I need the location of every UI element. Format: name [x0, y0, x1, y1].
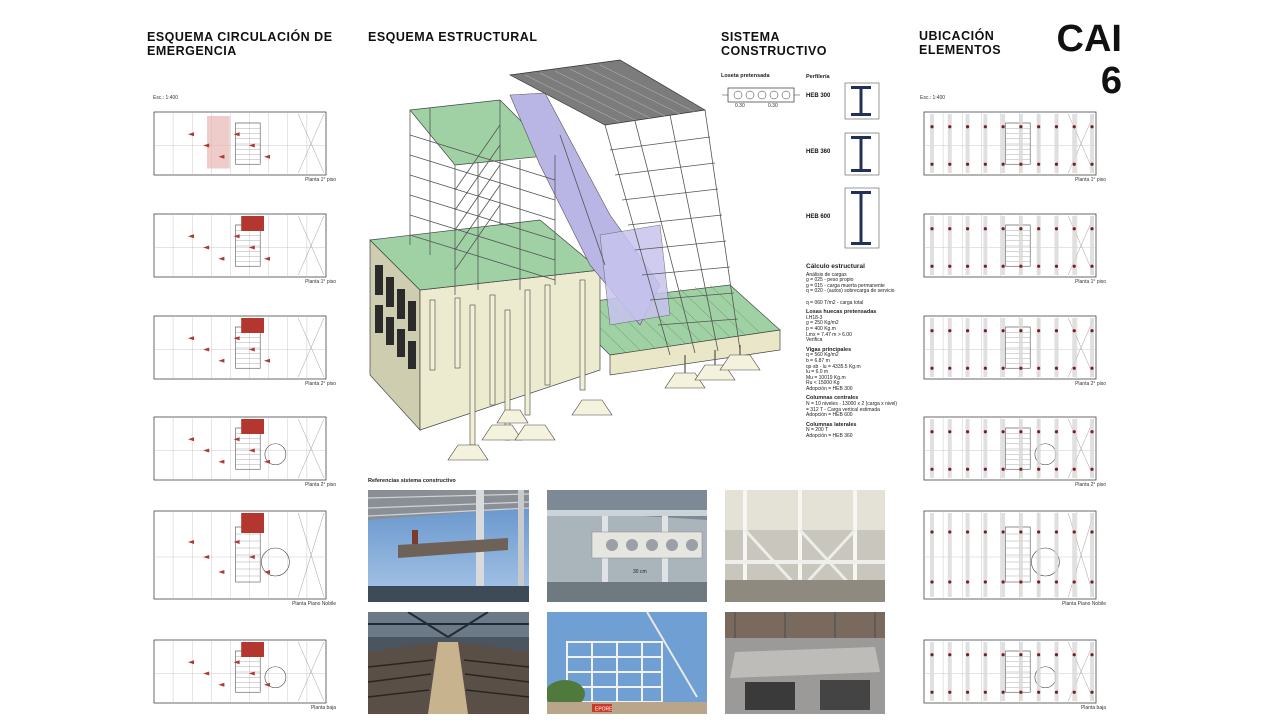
calc-line: b = 6.87 m: [806, 357, 830, 364]
photo-auditorium-seating: [368, 612, 529, 714]
plan-label: Planta 2° piso: [305, 482, 336, 488]
circulation-plan: Planta 1° piso: [150, 108, 340, 183]
photo-steel-frame-interior: [725, 490, 885, 602]
location-plan: Planta 2° piso: [920, 312, 1110, 387]
calc-line: qs·sb · lu = 4335.5 Kg.m: [806, 363, 861, 370]
scale-label-right: Esc.: 1:400: [920, 95, 946, 101]
profile-label-heb600: HEB 600: [806, 214, 831, 220]
scale-label-left: Esc.: 1:400: [153, 95, 179, 101]
calc-line: Lmx = 7.47 m > 6.00: [806, 331, 852, 338]
photo-steel-canopy: [368, 490, 529, 602]
cai-number: 6: [1100, 60, 1122, 102]
calc-line: q = 060 T/m2 - carga total: [806, 299, 864, 306]
circulation-plan: Planta 2° piso: [150, 413, 340, 488]
plan-label: Planta 2° piso: [1075, 482, 1106, 488]
photo-hollow-slab-install: 30 cm: [547, 490, 707, 602]
calc-line: N = 10 niveles · 13000 x 2 (carga x nive…: [806, 401, 898, 408]
loseta-section-drawing: [722, 82, 800, 112]
calc-line: Ru < 15000 Kg: [806, 380, 840, 387]
plan-label: Planta 1° piso: [1075, 177, 1106, 183]
plan-label: Planta baja: [1080, 705, 1106, 711]
calc-line: p = 400 Kg.m: [806, 325, 836, 332]
header-circulation: ESQUEMA CIRCULACIÓN DE EMERGENCIA: [147, 30, 333, 58]
profile-sections-drawing: [840, 80, 885, 250]
calc-block-heading: Columnas centrales: [806, 395, 859, 402]
perfileria-title: Perfilería: [806, 74, 830, 80]
plan-label: Planta 1° piso: [305, 279, 336, 285]
location-plan: Planta baja: [920, 636, 1110, 711]
circulation-plan: Planta baja: [150, 636, 340, 711]
header-location: UBICACIÓN ELEMENTOS: [919, 29, 1002, 57]
photo-dimension-label: 30 cm: [633, 569, 647, 575]
calc-line: g = 250 Kg/m2: [806, 320, 839, 327]
loseta-dim-1: 0.30: [735, 103, 745, 109]
calc-line: = 312 T - Carga vertical estimada: [806, 406, 880, 413]
calc-line: Adopción = HEB 600: [806, 412, 853, 419]
plan-label: Planta Piano Nobile: [1062, 601, 1106, 607]
location-plan: Planta 1° piso: [920, 108, 1110, 183]
location-plan: Planta 2° piso: [920, 413, 1110, 488]
circulation-plan: Planta 2° piso: [150, 312, 340, 387]
circulation-plan: Planta 1° piso: [150, 210, 340, 285]
cai-label: CAI: [1056, 18, 1122, 60]
plan-label: Planta 2° piso: [305, 381, 336, 387]
calc-line: lu = 6.0 m: [806, 369, 829, 376]
calc-block-heading: Columnas laterales: [806, 421, 857, 428]
photo-slab-openings: [725, 612, 885, 714]
loseta-dim-2: 0.30: [768, 103, 778, 109]
calc-line: g = 025 - peso propio: [806, 277, 854, 284]
location-plan: Planta 1° piso: [920, 210, 1110, 285]
photo-frame-construction-crane: EPORE: [547, 612, 707, 714]
calc-line: LH18-3: [806, 314, 823, 321]
plan-label: Planta 2° piso: [1075, 381, 1106, 387]
calc-line: Análisis de cargas: [806, 271, 847, 278]
calc-line: Mu = 10019 Kg.m: [806, 374, 846, 381]
calc-line: q = 020 - (autos) sobrecarga de servicio: [806, 288, 895, 295]
plan-label: Planta 1° piso: [305, 177, 336, 183]
profile-label-heb300: HEB 300: [806, 93, 831, 99]
plan-label: Planta baja: [310, 705, 336, 711]
header-constructive: SISTEMA CONSTRUCTIVO: [721, 30, 827, 58]
photo-sign-text: EPORE: [595, 707, 613, 713]
calc-line: Adopción = HEB 300: [806, 385, 853, 392]
calc-line: Adopción = HEB 360: [806, 433, 853, 440]
calc-line: g = 015 - carga muerta permanente: [806, 282, 885, 289]
calc-line: N = 200 T: [806, 427, 829, 434]
calc-block-heading: Vigas principales: [806, 346, 852, 353]
calc-line: Verifica: [806, 337, 823, 344]
calc-line: q = 560 Kg/m2: [806, 352, 839, 359]
profile-label-heb360: HEB 360: [806, 149, 831, 155]
cai-number-block: CAI 6: [1050, 20, 1122, 100]
structural-axonometric: [360, 55, 790, 465]
plan-label: Planta Piano Nobile: [292, 601, 336, 607]
calc-block-heading: Losas huecas pretensadas: [806, 309, 877, 316]
location-plan: Planta Piano Nobile: [920, 507, 1110, 607]
header-structural: ESQUEMA ESTRUCTURAL: [368, 30, 538, 44]
circulation-plan: Planta Piano Nobile: [150, 507, 340, 607]
loseta-title: Loseta pretensada: [721, 73, 770, 79]
plan-label: Planta 1° piso: [1075, 279, 1106, 285]
references-title: Referencias sistema constructivo: [368, 478, 456, 484]
calc-title: Cálculo estructural: [806, 263, 865, 270]
